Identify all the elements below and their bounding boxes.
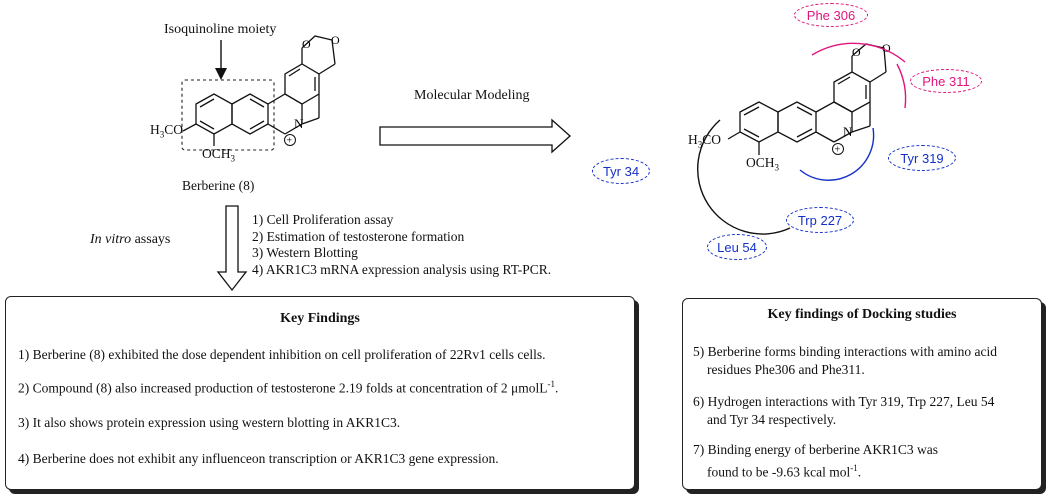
key-findings-title: Key Findings bbox=[280, 311, 360, 326]
assay-step: 3) Western Blotting bbox=[252, 245, 358, 260]
methoxy-label-left-2: OCH3 bbox=[202, 146, 236, 164]
molecule-name: Berberine (8) bbox=[182, 178, 255, 193]
isoquinoline-highlight-box bbox=[181, 79, 275, 151]
methoxy-label-right-2: OCH3 bbox=[746, 155, 780, 173]
berberine-right-skeleton bbox=[727, 43, 887, 155]
nitrogen-label: N bbox=[294, 116, 304, 131]
svg-text:O: O bbox=[331, 33, 340, 47]
svg-text:O: O bbox=[882, 41, 891, 55]
moiety-pointer-arrow bbox=[215, 40, 227, 80]
residue-tyr34: Tyr 34 bbox=[592, 158, 650, 184]
methoxy-label-right-1: H3CO bbox=[688, 132, 722, 150]
residue-leu54: Leu 54 bbox=[707, 234, 767, 260]
assay-step: 2) Estimation of testosterone formation bbox=[252, 228, 465, 244]
docking-item-7: 7) Binding energy of berberine AKR1C3 wa… bbox=[693, 442, 938, 480]
methoxy-label-left-1: H3CO bbox=[150, 122, 184, 140]
residue-phe311: Phe 311 bbox=[910, 69, 982, 93]
molecular-modeling-arrow bbox=[379, 118, 571, 154]
residue-phe306: Phe 306 bbox=[794, 3, 868, 27]
svg-text:+: + bbox=[287, 136, 293, 147]
phe306-arc bbox=[811, 42, 906, 63]
finding-item-2: 2) Compound (8) also increased productio… bbox=[18, 379, 559, 396]
residue-trp227: Trp 227 bbox=[786, 207, 854, 233]
finding-item-1: 1) Berberine (8) exhibited the dose depe… bbox=[18, 347, 546, 362]
phe311-arc bbox=[896, 63, 907, 109]
tyr34-leu54-arc bbox=[697, 119, 791, 235]
svg-text:+: + bbox=[835, 145, 841, 156]
molecular-modeling-label: Molecular Modeling bbox=[414, 88, 530, 103]
svg-text:O: O bbox=[302, 37, 311, 51]
assay-steps: 1) Cell Proliferation assay 2) Estimatio… bbox=[252, 212, 551, 278]
isoquinoline-moiety-label: Isoquinoline moiety bbox=[164, 22, 277, 37]
docking-findings-box: Key findings of Docking studies 5) Berbe… bbox=[682, 298, 1042, 490]
svg-text:N: N bbox=[843, 124, 853, 139]
tyr319-arc bbox=[799, 127, 875, 181]
key-findings-box: Key Findings 1) Berberine (8) exhibited … bbox=[5, 296, 635, 490]
docking-title: Key findings of Docking studies bbox=[767, 307, 957, 322]
docking-item-6: 6) Hydrogen interactions with Tyr 319, T… bbox=[693, 394, 995, 427]
docking-item-5: 5) Berberine forms binding interactions … bbox=[693, 344, 998, 377]
svg-text:O: O bbox=[852, 45, 861, 59]
assays-down-arrow bbox=[216, 205, 248, 292]
finding-item-3: 3) It also shows protein expression usin… bbox=[18, 415, 401, 430]
residue-tyr319: Tyr 319 bbox=[888, 145, 956, 171]
finding-item-4: 4) Berberine does not exhibit any influe… bbox=[18, 451, 499, 466]
in-vitro-assays-label: In vitro assays bbox=[90, 232, 171, 247]
berberine-left-skeleton bbox=[182, 35, 336, 146]
assay-step: 4) AKR1C3 mRNA expression analysis using… bbox=[252, 261, 552, 277]
assay-step: 1) Cell Proliferation assay bbox=[252, 212, 394, 227]
